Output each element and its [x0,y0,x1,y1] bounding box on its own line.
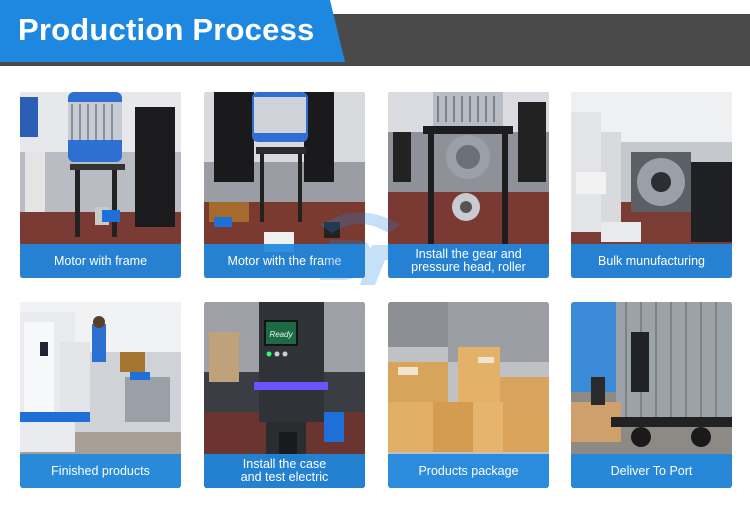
process-card-finished-products: Finished products [20,302,181,488]
card-label: Finished products [20,454,181,488]
screen-ready-text: Ready [269,330,293,339]
process-card-gear-install: Install the gear and pressure head, roll… [388,92,549,278]
card-label: Motor with the frame [204,244,365,278]
page-header: Production Process [0,0,750,66]
process-card-motor-frame-assembly: Motor with the frame [204,92,365,278]
process-card-bulk-manufacturing: Bulk munufacturing [571,92,732,278]
process-card-products-package: Products package [388,302,549,488]
process-card-electric-test: Ready Install the case and test electric [204,302,365,488]
card-label: Products package [388,454,549,488]
card-label: Install the case and test electric [204,454,365,488]
process-card-motor-frame: Motor with frame [20,92,181,278]
page-title: Production Process [18,12,315,47]
card-label: Bulk munufacturing [571,244,732,278]
finished-machines-photo [20,302,181,488]
card-label: Motor with frame [20,244,181,278]
card-label: Deliver To Port [571,454,732,488]
header-title-banner [0,0,345,62]
process-card-deliver-to-port: Deliver To Port [571,302,732,488]
card-label: Install the gear and pressure head, roll… [388,244,549,278]
